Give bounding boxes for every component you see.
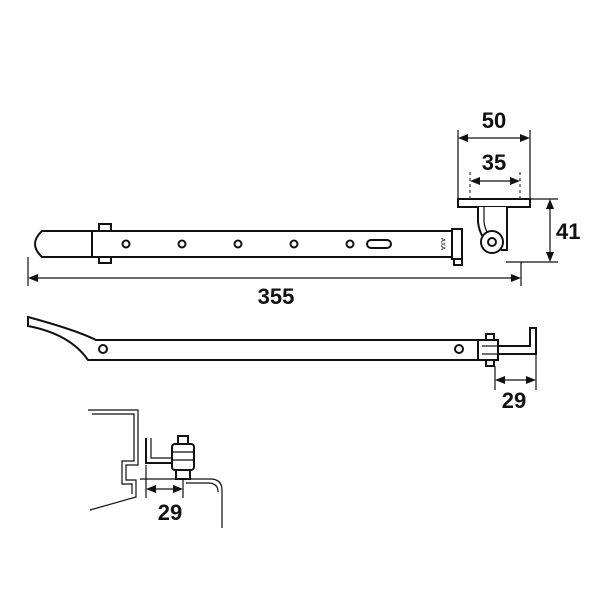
- clip-left-bottom: [98, 256, 112, 264]
- sill-profile: [140, 478, 223, 528]
- dim-label-overall-length: 355: [258, 284, 295, 309]
- install-pin-base: [175, 469, 191, 480]
- bar-end-clip: [453, 258, 463, 266]
- dim-label-height: 41: [556, 219, 580, 244]
- dim-label-pin-offset-side: 29: [502, 388, 526, 413]
- install-bracket-inner: [150, 438, 172, 459]
- bar-hole: [345, 239, 355, 249]
- side-end-hole: [454, 344, 464, 354]
- sill-profile-inner: [186, 482, 219, 493]
- frame-profile: [88, 409, 139, 511]
- bar-hole: [233, 239, 243, 249]
- stay-bar-top: [34, 230, 453, 258]
- dim-label-hole-spacing: 35: [482, 150, 506, 175]
- install-bracket: [145, 438, 172, 464]
- side-end-fitting: [477, 339, 499, 361]
- side-pin: [498, 327, 537, 355]
- stay-bar-side: [27, 315, 481, 361]
- bar-stamp: AXA: [439, 238, 446, 251]
- side-end-cap-bottom: [485, 359, 495, 367]
- bar-slot: [366, 239, 392, 249]
- pin-roller: [480, 230, 504, 254]
- installation-view: 29: [88, 409, 223, 528]
- bar-hole: [289, 239, 299, 249]
- frame-profile-inner: [92, 413, 135, 494]
- bar-hole: [121, 239, 131, 249]
- mounting-plate: [457, 198, 531, 208]
- clip-left-top: [98, 223, 112, 232]
- side-view: 29: [27, 315, 537, 413]
- install-pin-top: [177, 435, 189, 445]
- side-pivot-hole: [98, 344, 108, 354]
- bar-hole: [177, 239, 187, 249]
- top-view: AXA 50 35 41: [27, 108, 580, 309]
- bar-end-block: [451, 228, 463, 260]
- dim-label-pin-offset-install: 29: [158, 500, 182, 525]
- install-pin-body: [171, 443, 195, 471]
- side-end-cap: [485, 333, 495, 341]
- dim-label-plate-width: 50: [482, 108, 506, 133]
- pin-roller-core: [487, 237, 497, 247]
